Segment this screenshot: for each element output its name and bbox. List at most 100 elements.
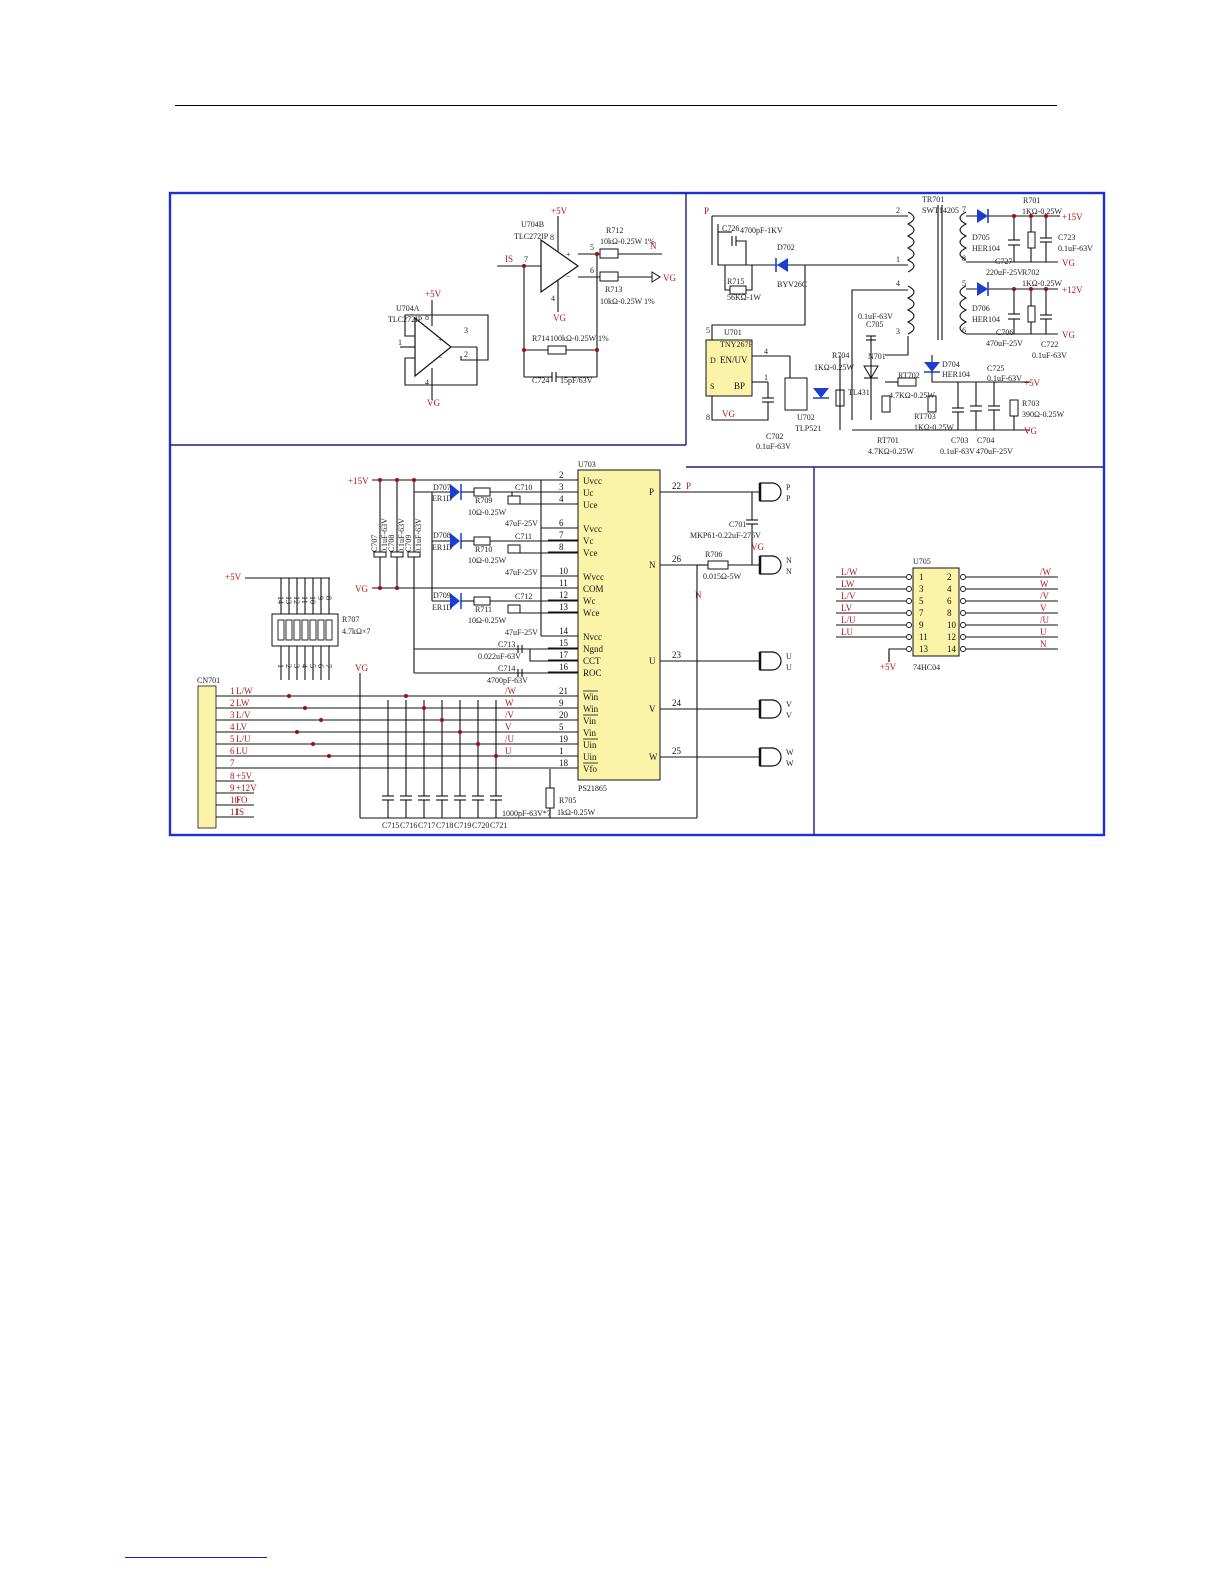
r707-pin-bottom: 5 [308, 664, 317, 668]
c707-ref: C707 [370, 535, 379, 552]
u705-pin-dot [906, 598, 912, 604]
u705-pin-dot [960, 574, 966, 580]
r707-pin-bottom: 4 [300, 664, 309, 668]
u704a-pin-8: 8 [425, 313, 429, 322]
c705-ref: C705 [866, 320, 883, 329]
c711-ref: C711 [515, 532, 532, 541]
r713-value: 10kΩ-0.25W 1% [600, 297, 655, 306]
u705-input-net: LW [841, 579, 855, 589]
cn701-pin-num: 7 [230, 758, 235, 768]
c701-value: MKP61-0.22uF-275V [690, 531, 761, 540]
ipm-input-net: U [505, 746, 512, 756]
u705-left-num: 13 [919, 644, 929, 654]
c706-ref: C706 [996, 328, 1013, 337]
u705-supply: +5V [880, 662, 897, 672]
c706-value: 470uF-25V [986, 339, 1023, 348]
r706-vg: VG [751, 542, 764, 552]
terminal-connector [759, 482, 782, 502]
ipm-part: PS21865 [578, 784, 607, 793]
svg-text:+: + [566, 250, 571, 259]
ipm-left-pin-name: Win [583, 692, 599, 702]
flyback-power-supply: +15V VG +12V VG +5V VG P C726 4700pF-1KV… [704, 195, 1093, 456]
ipm-left-pin-num: 5 [559, 722, 564, 732]
junction [494, 754, 498, 758]
u705-right-num: 4 [947, 584, 952, 594]
r707-pin-top: 14 [276, 596, 285, 604]
u705-pin-dot [906, 634, 912, 640]
r707-pin-top: 10 [308, 596, 317, 604]
r707-pin-bottom: 7 [324, 664, 333, 668]
r707-pin-bottom: 2 [284, 664, 293, 668]
ps-rail-12v: +12V [1062, 285, 1083, 295]
rt701-value: 4.7KΩ-0.25W [868, 447, 914, 456]
ipm-left-pin-name: Uc [583, 488, 594, 498]
junction [476, 742, 480, 746]
ps-rail-vg3: VG [1024, 426, 1037, 436]
junction [311, 742, 315, 746]
u705-right-num: 6 [947, 596, 952, 606]
c710-value: 47uF-25V [505, 519, 538, 528]
d706-part: HER104 [972, 315, 1000, 324]
d707-ref: D707 [433, 483, 451, 492]
svg-text:+: + [438, 335, 443, 344]
u705-pin-dot [960, 598, 966, 604]
u701-pin-enuv: EN/UV [720, 355, 748, 365]
d704-ref: D704 [942, 360, 960, 369]
c713-ref: C713 [498, 640, 515, 649]
u705-pin-dot [960, 646, 966, 652]
c722-value: 0.1uF-63V [1032, 351, 1067, 360]
filter-cap-ref: C720 [472, 821, 489, 830]
d708-part: ER1D [432, 543, 452, 552]
cn701-pin-num: 5 [230, 734, 235, 744]
c712-ref: C712 [515, 592, 532, 601]
cn701-body [197, 685, 217, 829]
c705-value: 0.1uF-63V [858, 312, 893, 321]
u701-pin-bp: BP [734, 381, 745, 391]
vg-label: VG [355, 663, 368, 673]
r707-element [277, 619, 285, 641]
c708-value: 0.1uF-63V [397, 518, 406, 553]
r707-ref: R707 [342, 615, 359, 624]
d704-part: HER104 [942, 370, 970, 379]
u704b-supply-neg: VG [553, 313, 566, 323]
u705-left-num: 11 [919, 632, 928, 642]
r706-n: N [695, 590, 702, 600]
ipm-left-pin-num: 21 [559, 686, 568, 696]
ipm-left-pin-num: 9 [559, 698, 564, 708]
r706-ref: R706 [705, 550, 722, 559]
ipm-left-pin-num: 4 [559, 494, 564, 504]
cn701-pin-net: +5V [236, 771, 253, 781]
u705-ref: U705 [913, 557, 931, 566]
cn701-pin-num: 1 [230, 686, 235, 696]
u705-right-num: 10 [947, 620, 957, 630]
terminal-label: U [786, 663, 792, 672]
r702-value: 1KΩ-0.25W [1022, 279, 1062, 288]
ipm-input-net: V [505, 722, 512, 732]
junction [287, 694, 291, 698]
cn701-pin-num: 10 [230, 795, 240, 805]
svg-text:−: − [438, 353, 443, 362]
ipm-right-pin-num: 23 [672, 650, 682, 660]
c708-ref: C708 [387, 535, 396, 552]
u704b-ref: U704B [521, 220, 544, 229]
u704b-supply-pos: +5V [551, 206, 568, 216]
cn701-pin-num: 8 [230, 771, 235, 781]
u704a-pin-2: 2 [464, 350, 468, 359]
c723-value: 0.1uF-63V [1058, 244, 1093, 253]
u705-left-num: 1 [919, 572, 924, 582]
r705-ref: R705 [559, 796, 576, 805]
ipm-left-pin-num: 15 [559, 638, 569, 648]
ipm-left-pin-name: COM [583, 584, 604, 594]
u701-pin-d: D [710, 356, 716, 365]
ipm-ref: U703 [578, 460, 596, 469]
filter-cap-ref: C715 [382, 821, 399, 830]
ipm-right-pin-name: N [649, 560, 656, 570]
d709-part: ER1D [432, 603, 452, 612]
c704-value: 470uF-25V [976, 447, 1013, 456]
r712-net: N [650, 241, 657, 251]
cn701-pin-net: L/U [236, 734, 251, 744]
u701-pin-1: 1 [764, 373, 768, 382]
